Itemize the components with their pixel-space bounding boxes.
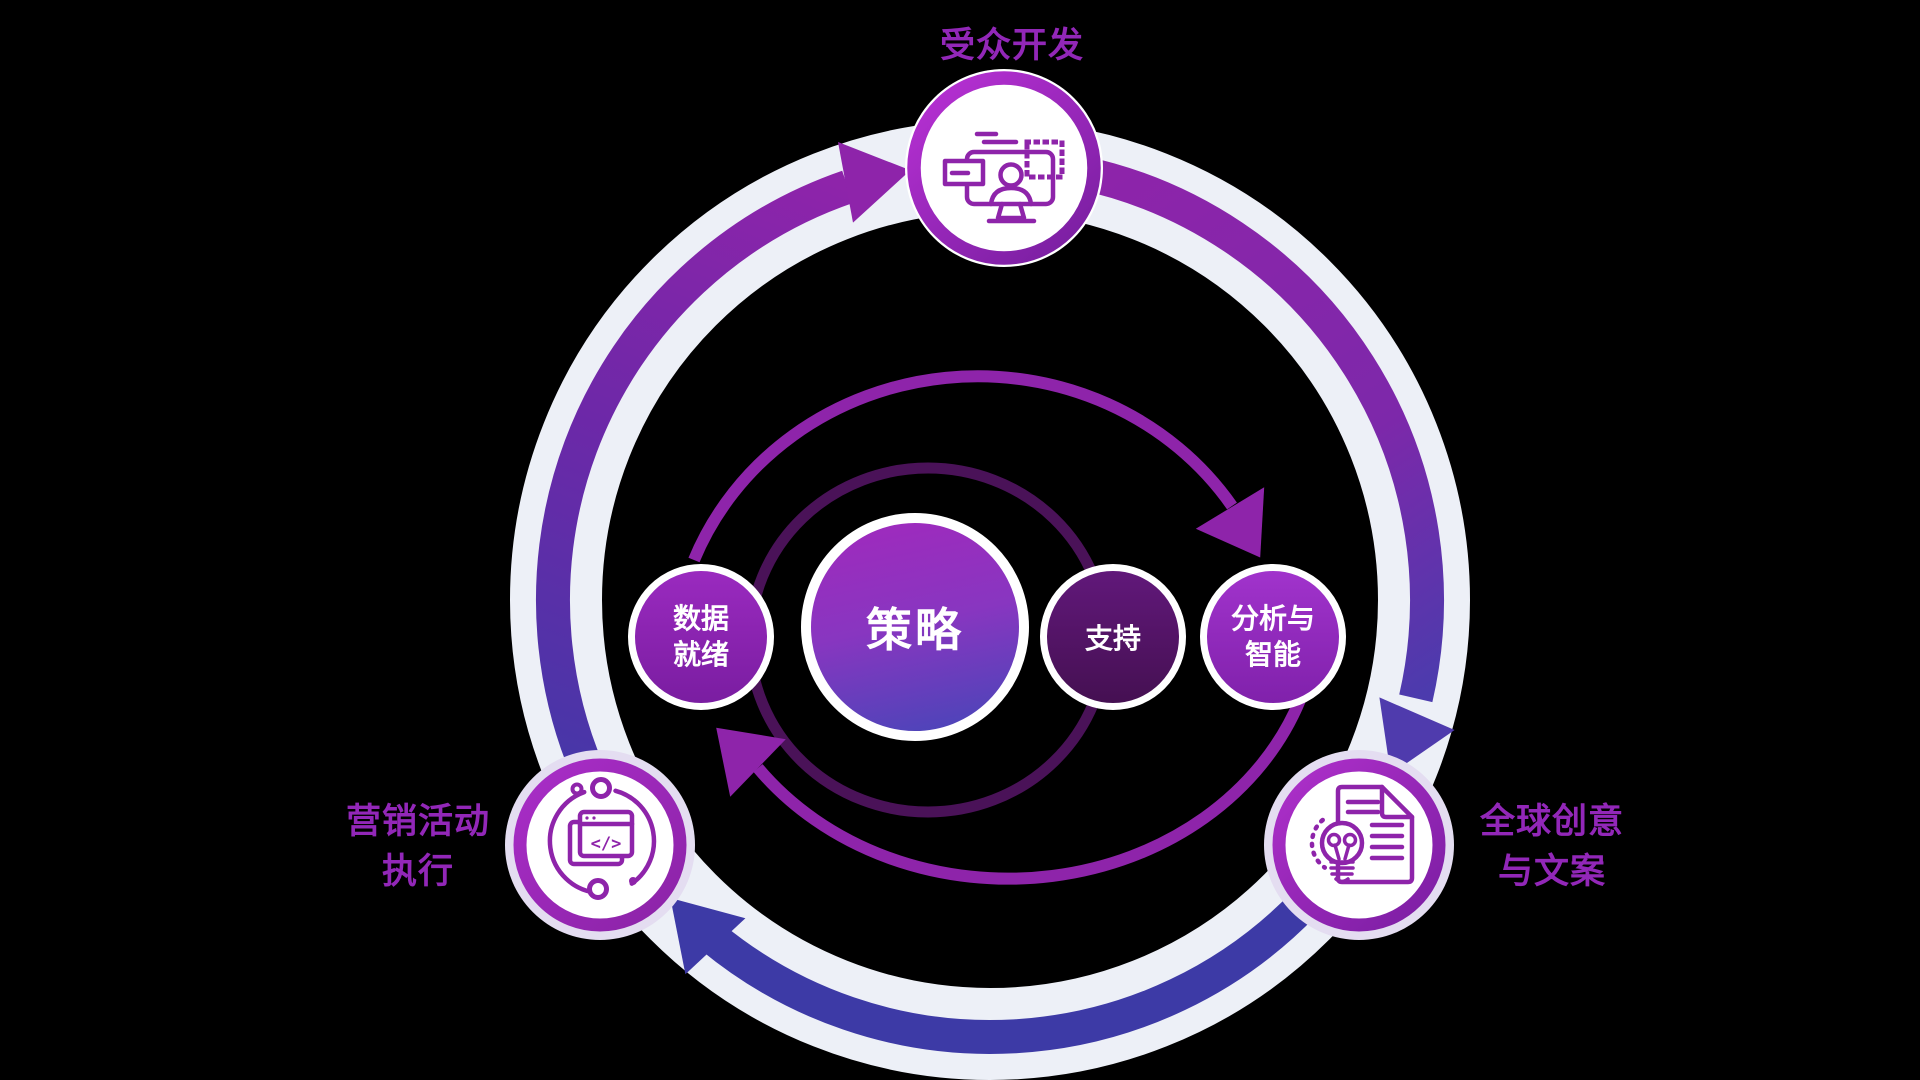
label-campaign-execution-line2: 执行	[381, 851, 454, 892]
label-global-creative-line2: 与文案	[1497, 851, 1606, 892]
audience-monitor-icon	[942, 131, 1065, 224]
label-global-creative-line1: 全球创意	[1479, 802, 1624, 842]
support-circle: 支持	[1040, 564, 1186, 710]
strategy-label: 策略	[866, 603, 964, 657]
label-global-creative-copy: 全球创意 与文案	[1402, 798, 1702, 897]
arrow-right-down	[1077, 155, 1444, 703]
data-readiness-circle: 数据 就绪	[628, 564, 774, 710]
browser-code-icon: </>	[547, 777, 657, 900]
label-campaign-execution: 营销活动 执行	[268, 798, 568, 897]
bright-orbit-top-arc	[688, 370, 1237, 563]
support-label: 支持	[1084, 622, 1141, 655]
arrow-bottom-left	[701, 891, 1317, 1054]
bright-orbit-top-arrowhead	[1195, 487, 1265, 558]
bright-orbit-bottom-arc	[753, 697, 1306, 885]
analytics-intelligence-circle: 分析与 智能	[1200, 564, 1346, 710]
node-audience-development	[905, 69, 1103, 267]
analytics-label-line1: 分析与	[1230, 601, 1315, 635]
node-global-creative	[1264, 750, 1454, 940]
data-readiness-label-line1: 数据	[672, 601, 729, 635]
arrow-right-down-head	[1379, 697, 1455, 775]
inner-orbit-arcs	[688, 370, 1306, 885]
bright-orbit-bottom-arrowhead	[716, 727, 786, 797]
data-readiness-label-line2: 就绪	[672, 638, 729, 671]
label-audience-development-text: 受众开发	[939, 26, 1084, 66]
code-glyph: </>	[591, 834, 622, 854]
strategy-circle: 策略	[801, 513, 1029, 741]
label-audience-development: 受众开发	[812, 22, 1212, 72]
arrow-bottom-left-head	[670, 898, 746, 975]
arrow-left-up	[535, 170, 854, 827]
label-campaign-execution-line1: 营销活动	[345, 802, 490, 842]
document-lightbulb-icon	[1309, 784, 1415, 885]
node-campaign-execution: </>	[505, 750, 695, 940]
analytics-label-line2: 智能	[1244, 638, 1301, 671]
outer-flow-arrows	[535, 142, 1455, 1054]
arrow-left-up-head	[838, 142, 911, 223]
